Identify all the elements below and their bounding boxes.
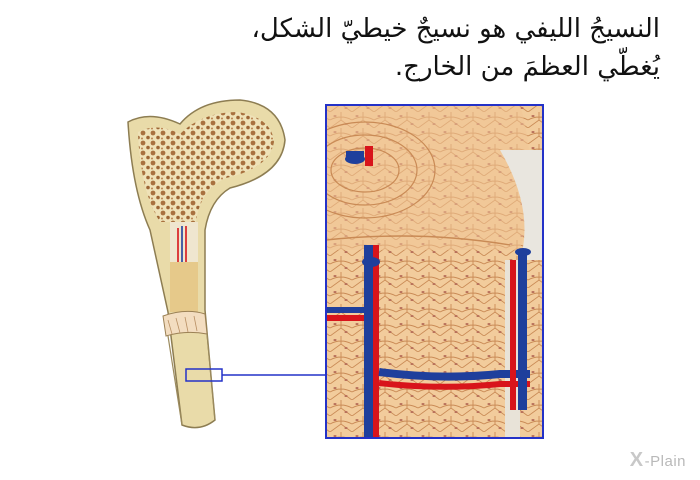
callout-box [185,368,326,382]
fibrous-tissue-magnified-view [326,105,543,438]
brand-logo: X-Plain [630,449,686,472]
caption-line-2: يُغطّي العظمَ من الخارج. [394,52,660,82]
femur-bone-illustration [127,99,286,429]
brand-text: -Plain [644,453,686,470]
caption: النسيجُ الليفي هو نسيجٌ خيطيّ الشكل، يُغ… [40,10,660,86]
brand-mark: X [629,449,644,471]
caption-line-1: النسيجُ الليفي هو نسيجٌ خيطيّ الشكل، [251,14,660,44]
